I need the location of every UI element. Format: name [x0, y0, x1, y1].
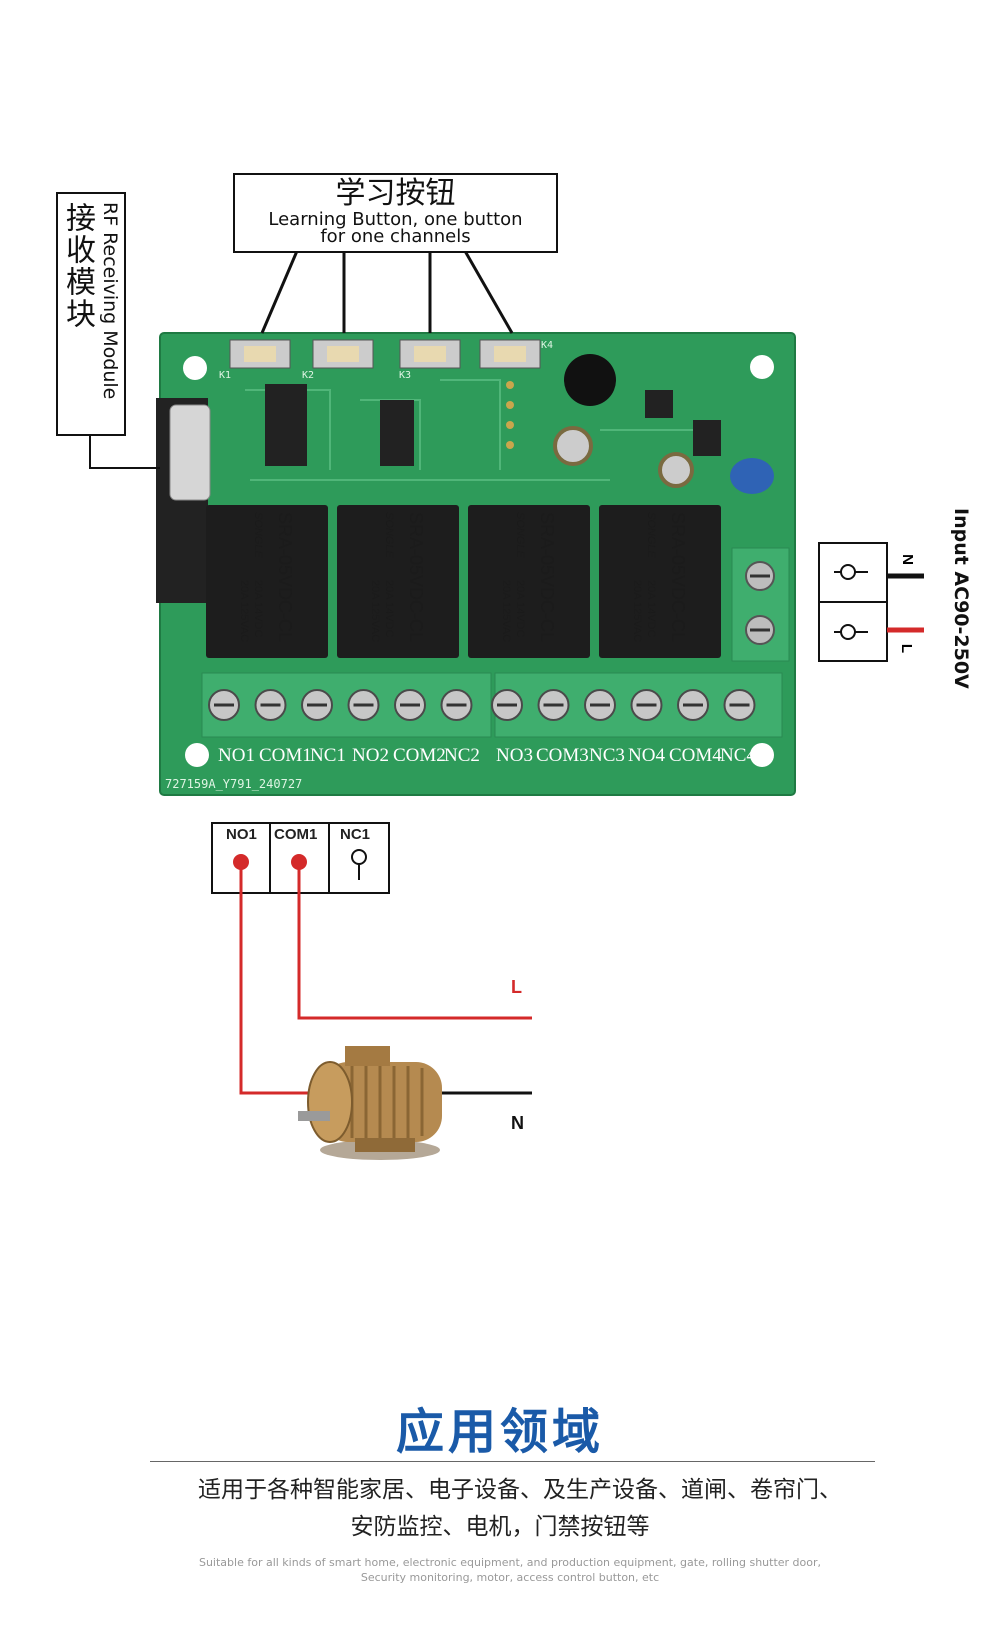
relay-4-model: SRA-05VDC-CL: [668, 512, 688, 643]
relay-2-rating: 20A 14VDC: [383, 580, 395, 638]
button-label-k3: K3: [399, 370, 412, 381]
capacitor: [658, 452, 694, 488]
mount-hole: [183, 356, 207, 380]
relay-3-rating-2: 20A 125VAC: [500, 580, 512, 643]
section-description-cn-2: 安防监控、电机，门禁按钮等: [350, 1514, 650, 1540]
button-label-k4: K4: [541, 340, 554, 351]
section-description-en-2: Security monitoring, motor, access contr…: [360, 1571, 660, 1584]
rf-module-chinese: 接收模块: [60, 202, 95, 330]
section-title: 应用领域: [395, 1404, 604, 1460]
relay-3-model: SRA-05VDC-CL: [537, 512, 557, 643]
input-ac-label: Input AC90-250V: [950, 508, 972, 689]
terminal-label-com3: COM3: [536, 745, 589, 766]
wiring-header-nc1: NC1: [340, 826, 371, 843]
relay-2-model: SRA-05VDC-CL: [406, 512, 426, 643]
ic-chip: [380, 400, 414, 466]
input-n-label: N: [898, 554, 916, 565]
relay-1: [206, 505, 328, 658]
capacitor: [553, 426, 593, 466]
relay-3: [468, 505, 590, 658]
relay-2: [337, 505, 459, 658]
mount-hole: [750, 355, 774, 379]
terminal-label-nc2: NC2: [444, 745, 480, 766]
rf-callout-line: [89, 435, 160, 469]
pcb-code: 727159A_Y791_240727: [165, 777, 303, 791]
capacitor: [564, 354, 616, 406]
input-l-label: L: [898, 643, 916, 654]
section-description-cn-1: 适用于各种智能家居、电子设备、及生产设备、道闸、卷帘门、: [198, 1477, 842, 1503]
l-line-wire: [297, 862, 532, 1020]
terminal-label-nc3: NC3: [589, 745, 625, 766]
wiring-n-label: N: [511, 1113, 524, 1133]
relay-3-brand: SONGLE: [514, 512, 526, 558]
rf-module-callout: RF Receiving Module 接收模块: [56, 192, 126, 436]
relay-4-rating: 20A 14VDC: [645, 580, 657, 638]
relay-3-rating: 20A 14VDC: [514, 580, 526, 638]
terminal-label-nc1: NC1: [310, 745, 346, 766]
motor-red-wire: [239, 862, 318, 1095]
mount-hole: [750, 743, 774, 767]
button-label-k1: K1: [219, 370, 232, 381]
relay-1-rating: 20A 14VDC: [252, 580, 264, 638]
relay-1-model: SRA-05VDC-CL: [275, 512, 295, 643]
relay-4-rating-2: 20A 125VAC: [631, 580, 643, 643]
learn-callout-lines: [260, 250, 514, 334]
ic-chip: [645, 390, 673, 418]
relay-4-brand: SONGLE: [645, 512, 657, 558]
learn-button-subtitle-2: for one channels: [320, 226, 471, 247]
wiring-header-no1: NO1: [226, 826, 257, 843]
terminal-label-com2: COM2: [393, 745, 446, 766]
relay-1-rating-2: 20A 125VAC: [238, 580, 250, 643]
button-label-k2: K2: [302, 370, 315, 381]
relay-2-rating-2: 20A 125VAC: [369, 580, 381, 643]
terminal-label-no4: NO4: [628, 745, 665, 766]
motor-image: [298, 1046, 442, 1160]
terminal-label-com1: COM1: [259, 745, 312, 766]
nc1-contact: [351, 849, 367, 865]
terminal-label-no1: NO1: [218, 745, 255, 766]
mount-hole: [185, 743, 209, 767]
learning-buttons: [229, 339, 541, 369]
wiring-l-label: L: [511, 977, 522, 997]
section-description-en-1: Suitable for all kinds of smart home, el…: [198, 1556, 822, 1569]
learn-button-title: 学习按钮: [335, 176, 456, 211]
terminal-label-com4: COM4: [669, 745, 722, 766]
rf-module-english: RF Receiving Module: [99, 202, 121, 400]
ic-chip: [265, 384, 307, 466]
relay-2-brand: SONGLE: [383, 512, 395, 558]
ic-chip: [693, 420, 721, 456]
section-divider: [150, 1461, 875, 1462]
terminal-label-nc4: NC4: [720, 745, 756, 766]
relays: [206, 505, 721, 658]
learn-button-subtitle-1: Learning Button, one button: [268, 209, 523, 230]
relay-1-brand: SONGLE: [252, 512, 264, 558]
varistor: [730, 458, 774, 494]
wiring-header-com1: COM1: [274, 826, 318, 843]
terminal-label-no2: NO2: [352, 745, 389, 766]
learn-button-callout: 学习按钮 Learning Button, one button for one…: [233, 173, 558, 253]
relay-4: [599, 505, 721, 658]
terminal-label-no3: NO3: [496, 745, 533, 766]
